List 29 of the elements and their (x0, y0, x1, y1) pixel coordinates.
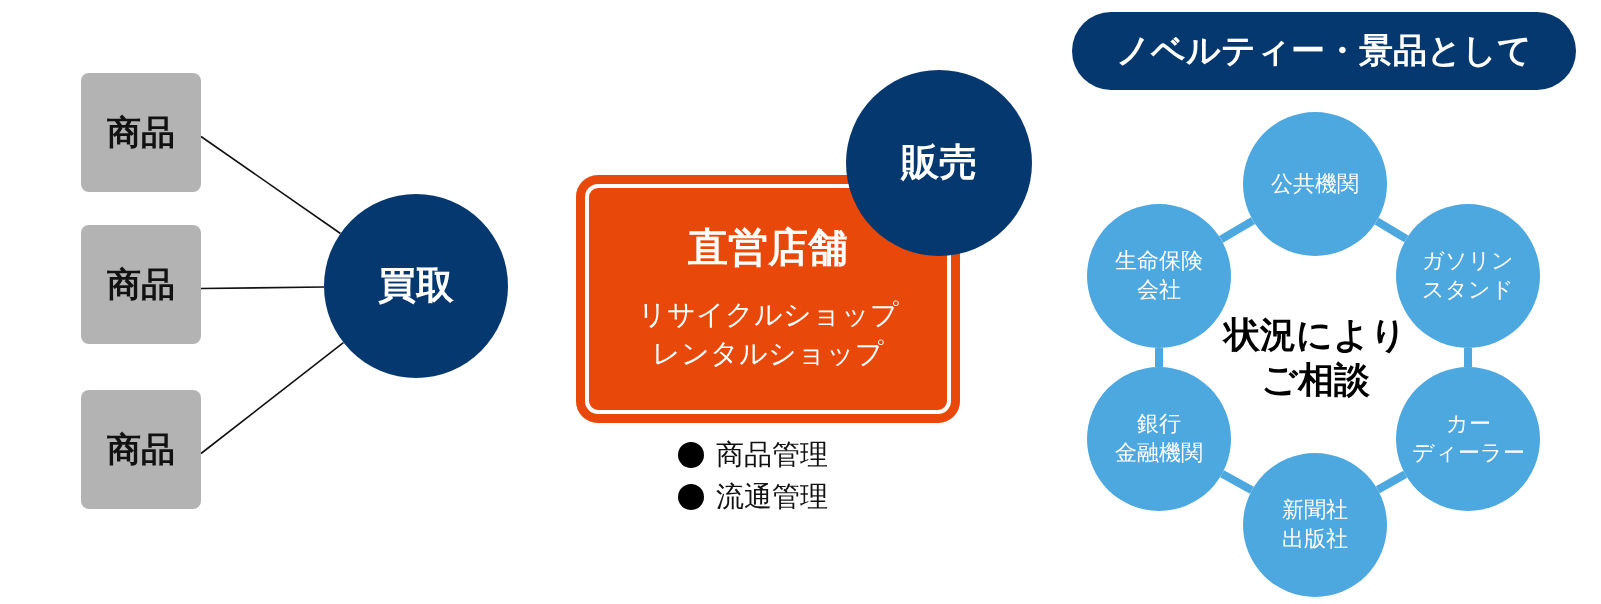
item-label: 商品 (107, 427, 175, 471)
circle-label: 販売 (901, 139, 977, 187)
shop-title: 直営店舗 (688, 223, 848, 272)
connector-line (1155, 348, 1163, 367)
circle-label: 買取 (378, 262, 454, 310)
connector-line (1374, 217, 1409, 243)
item-box (81, 73, 201, 192)
item-box (81, 390, 201, 509)
circle-label: 銀行金融機関 (1114, 410, 1204, 467)
circle-label: 新聞社出版社 (1281, 496, 1349, 553)
circle-label: 公共機関 (1271, 169, 1359, 198)
center-note: 状況によりご相談 (1221, 313, 1408, 402)
connector-line (200, 135, 342, 235)
circle-label: ガソリンスタンド (1421, 247, 1515, 304)
bullet-text: 商品管理 (716, 437, 828, 473)
connector-line (200, 286, 325, 290)
connector-line (1220, 470, 1254, 494)
bullet-text: 流通管理 (716, 479, 828, 515)
connector-line (200, 341, 345, 455)
heading-text: ノベルティー・景品として (1116, 29, 1532, 72)
item-box (81, 225, 201, 344)
circle-label: 生命保険会社 (1114, 247, 1204, 304)
connector-line (1219, 217, 1255, 243)
connector-line (1375, 470, 1408, 494)
item-label: 商品 (107, 262, 175, 306)
connector-line (1464, 348, 1472, 367)
shop-types: リサイクルショップレンタルショップ (636, 297, 900, 373)
item-label: 商品 (107, 110, 175, 154)
circle-label: カーディーラー (1410, 410, 1526, 467)
